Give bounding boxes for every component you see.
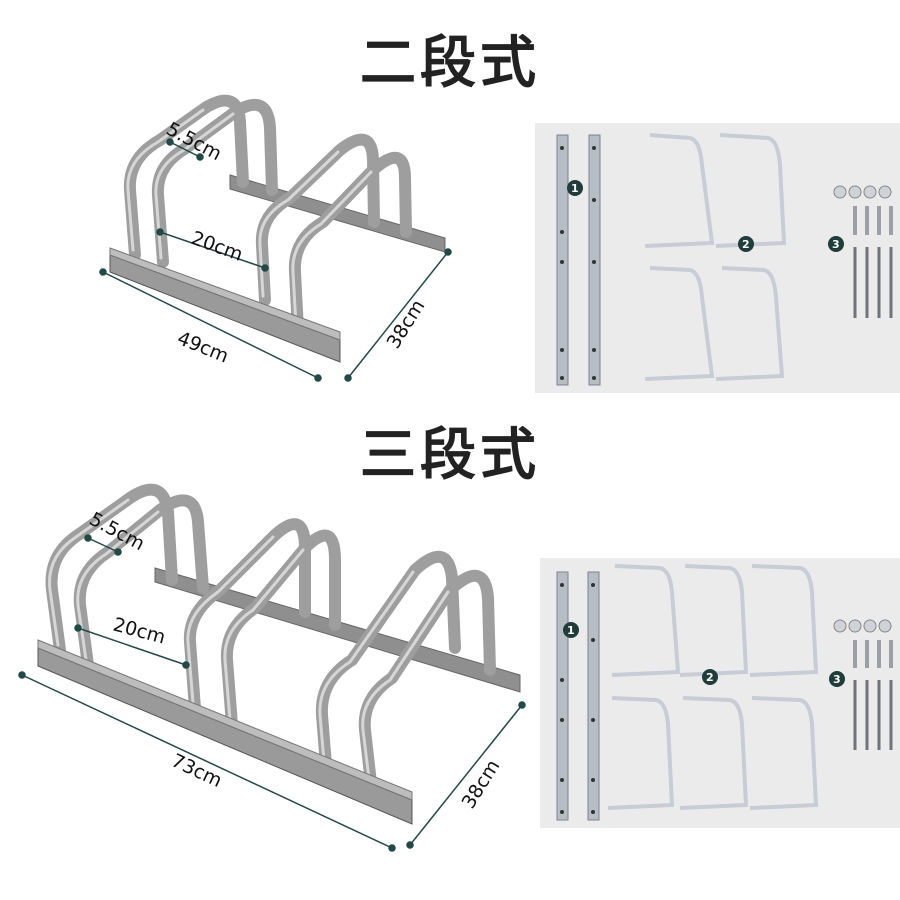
two-tier-depth-dim: 38cm: [383, 296, 430, 353]
two-tier-parts-panel: [535, 123, 900, 393]
svg-text:2: 2: [742, 238, 750, 251]
three-tier-part-badge-1: 1: [563, 622, 579, 638]
two-tier-gap-dim: 20cm: [188, 227, 245, 266]
two-tier-length-dim: 49cm: [174, 327, 232, 367]
svg-text:1: 1: [571, 182, 579, 195]
two-tier-part-badge-2: 2: [738, 236, 754, 252]
section-title-two-tier: 二段式: [360, 31, 540, 96]
two-tier-dimension-lines: [99, 138, 452, 382]
section-title-three-tier: 三段式: [360, 423, 540, 488]
svg-text:2: 2: [706, 671, 714, 684]
three-tier-depth-dim: 38cm: [458, 756, 505, 813]
three-tier-gap-dim: 20cm: [111, 614, 168, 649]
svg-text:3: 3: [832, 238, 840, 251]
svg-text:3: 3: [833, 673, 841, 686]
three-tier-dimension-lines: [18, 534, 526, 852]
three-tier-part-badge-3: 3: [829, 671, 845, 687]
two-tier-part-badge-1: 1: [567, 180, 583, 196]
three-tier-parts-panel: [540, 558, 900, 828]
svg-text:1: 1: [567, 624, 575, 637]
two-tier-rack-image: [109, 94, 446, 363]
three-tier-rack-image: [37, 483, 521, 825]
three-tier-part-badge-2: 2: [702, 669, 718, 685]
two-tier-part-badge-3: 3: [828, 236, 844, 252]
